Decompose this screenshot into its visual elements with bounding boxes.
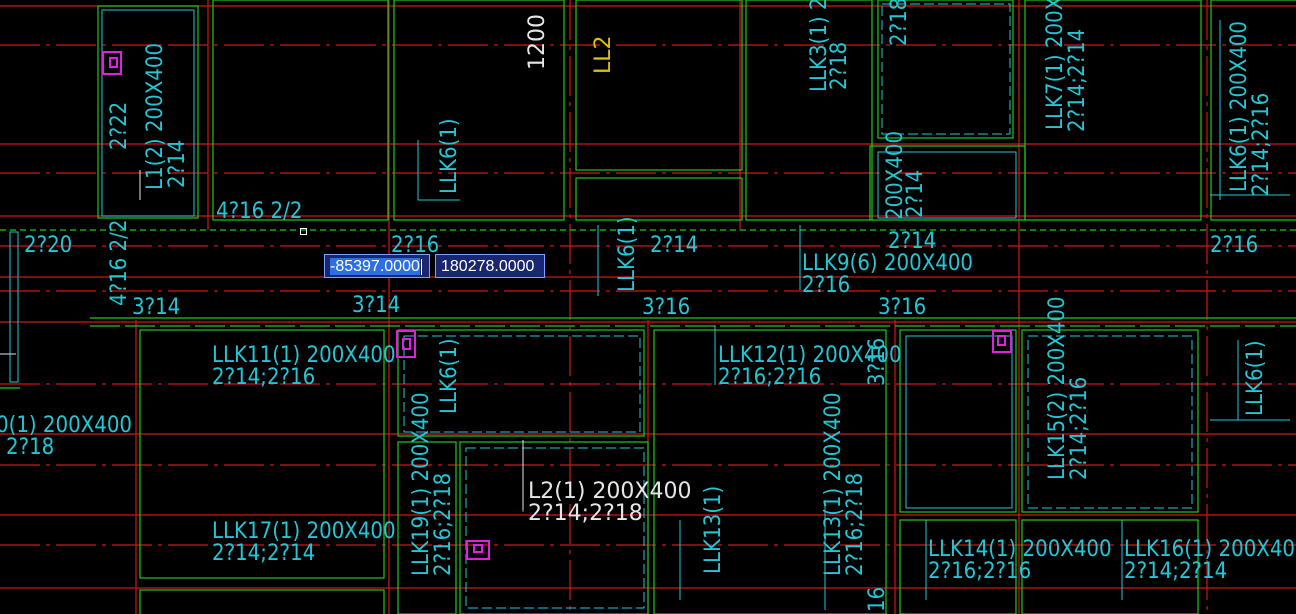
label-2-16-a: 2?16 bbox=[391, 233, 439, 258]
label-llk19: LLK19(1) 200X400 bbox=[409, 392, 434, 576]
label-200x400-v: 200X400 bbox=[883, 131, 908, 220]
label-l2: L2(1) 200X400 bbox=[528, 479, 691, 504]
label-llk14: LLK14(1) 200X400 bbox=[928, 537, 1112, 562]
label-llk7-b: 2?14;2?14 bbox=[1065, 29, 1090, 132]
label-l2-b: 2?14;2?18 bbox=[528, 501, 643, 526]
label-l1: L1(2) 200X400 bbox=[143, 43, 168, 190]
label-llk6-top: LLK6(1) bbox=[437, 118, 462, 194]
label-llk11: LLK11(1) 200X400 bbox=[212, 343, 396, 368]
label-3-14-a: 3?14 bbox=[132, 295, 180, 320]
label-ll2: LL2 bbox=[591, 35, 616, 74]
label-llk9-b: 2?16 bbox=[802, 273, 850, 298]
column-markers bbox=[102, 51, 1012, 560]
label-llk11-b: 2?14;2?16 bbox=[212, 365, 315, 390]
leader-lines bbox=[0, 170, 524, 510]
label-llk15-b: 2?14;2?16 bbox=[1067, 377, 1092, 480]
label-2-20: 2?20 bbox=[24, 233, 72, 258]
label-3-14-b: 3?14 bbox=[352, 293, 400, 318]
label-llk7: LLK7(1) 200X4 bbox=[1043, 0, 1068, 130]
x-coordinate-value: -85397.0000 bbox=[330, 258, 420, 275]
label-llk14-b: 2?16;2?16 bbox=[928, 559, 1031, 584]
label-4-16-v: 4?16 2/2 bbox=[107, 220, 132, 306]
x-coordinate-input[interactable]: -85397.0000 bbox=[324, 254, 430, 278]
label-llk13-b2: 2?16;2?18 bbox=[843, 473, 868, 576]
pickbox-cursor bbox=[300, 228, 307, 235]
text-caret bbox=[420, 258, 422, 275]
label-llk16: LLK16(1) 200X400 bbox=[1124, 537, 1296, 562]
label-l1-a: 2?22 bbox=[107, 102, 132, 150]
beam-lines bbox=[9, 3, 1290, 610]
label-llk10: 0(1) 200X400 bbox=[0, 413, 132, 438]
label-llk13-b: LLK13(1) 200X400 bbox=[821, 392, 846, 576]
label-llk6-r-b: 2?14;2?16 bbox=[1249, 93, 1274, 196]
label-3-16-b: 3?16 bbox=[878, 295, 926, 320]
label-llk15: LLK15(2) 200X400 bbox=[1045, 296, 1070, 480]
label-llk3-b: 2?18 bbox=[827, 42, 852, 90]
y-coordinate-value: 180278.0000 bbox=[441, 258, 535, 275]
label-llk19-b: 2?16;2?18 bbox=[431, 473, 456, 576]
label-llk6-far: LLK6(1) bbox=[1243, 340, 1268, 416]
label-llk3: LLK3(1) 2 bbox=[807, 0, 832, 92]
label-llk17-b: 2?14;2?14 bbox=[212, 541, 315, 566]
label-16-bottom: 16 bbox=[865, 587, 890, 612]
label-llk12-b: 2?16;2?16 bbox=[718, 365, 821, 390]
label-llk10-b: 2?18 bbox=[6, 435, 54, 460]
label-l1-b: 2?14 bbox=[165, 140, 190, 188]
label-llk16-b: 2?14;2?14 bbox=[1124, 559, 1227, 584]
label-2-14-v: 2?14 bbox=[903, 170, 928, 218]
y-coordinate-input[interactable]: 180278.0000 bbox=[435, 254, 545, 278]
label-llk6-mid: LLK6(1) bbox=[615, 216, 640, 292]
label-llk17: LLK17(1) 200X400 bbox=[212, 519, 396, 544]
label-llk6-c: LLK6(1) bbox=[437, 338, 462, 414]
label-llk13-a: LLK13(1) bbox=[701, 486, 726, 574]
label-2-16-r: 2?16 bbox=[1210, 233, 1258, 258]
label-3-16-a: 3?16 bbox=[642, 295, 690, 320]
label-2-14-b: 2?14 bbox=[888, 229, 936, 254]
label-2-14-a: 2?14 bbox=[650, 233, 698, 258]
label-3-16-v: 3?16 bbox=[865, 338, 890, 386]
label-llk9: LLK9(6) 200X400 bbox=[802, 251, 973, 276]
label-1200: 1200 bbox=[525, 14, 550, 70]
label-2-18-top: 2?18 bbox=[887, 0, 912, 46]
label-llk12: LLK12(1) 200X400 bbox=[718, 343, 902, 368]
label-llk6-r: LLK6(1) 200X400 bbox=[1227, 21, 1252, 192]
label-4-16-h: 4?16 2/2 bbox=[216, 199, 302, 224]
